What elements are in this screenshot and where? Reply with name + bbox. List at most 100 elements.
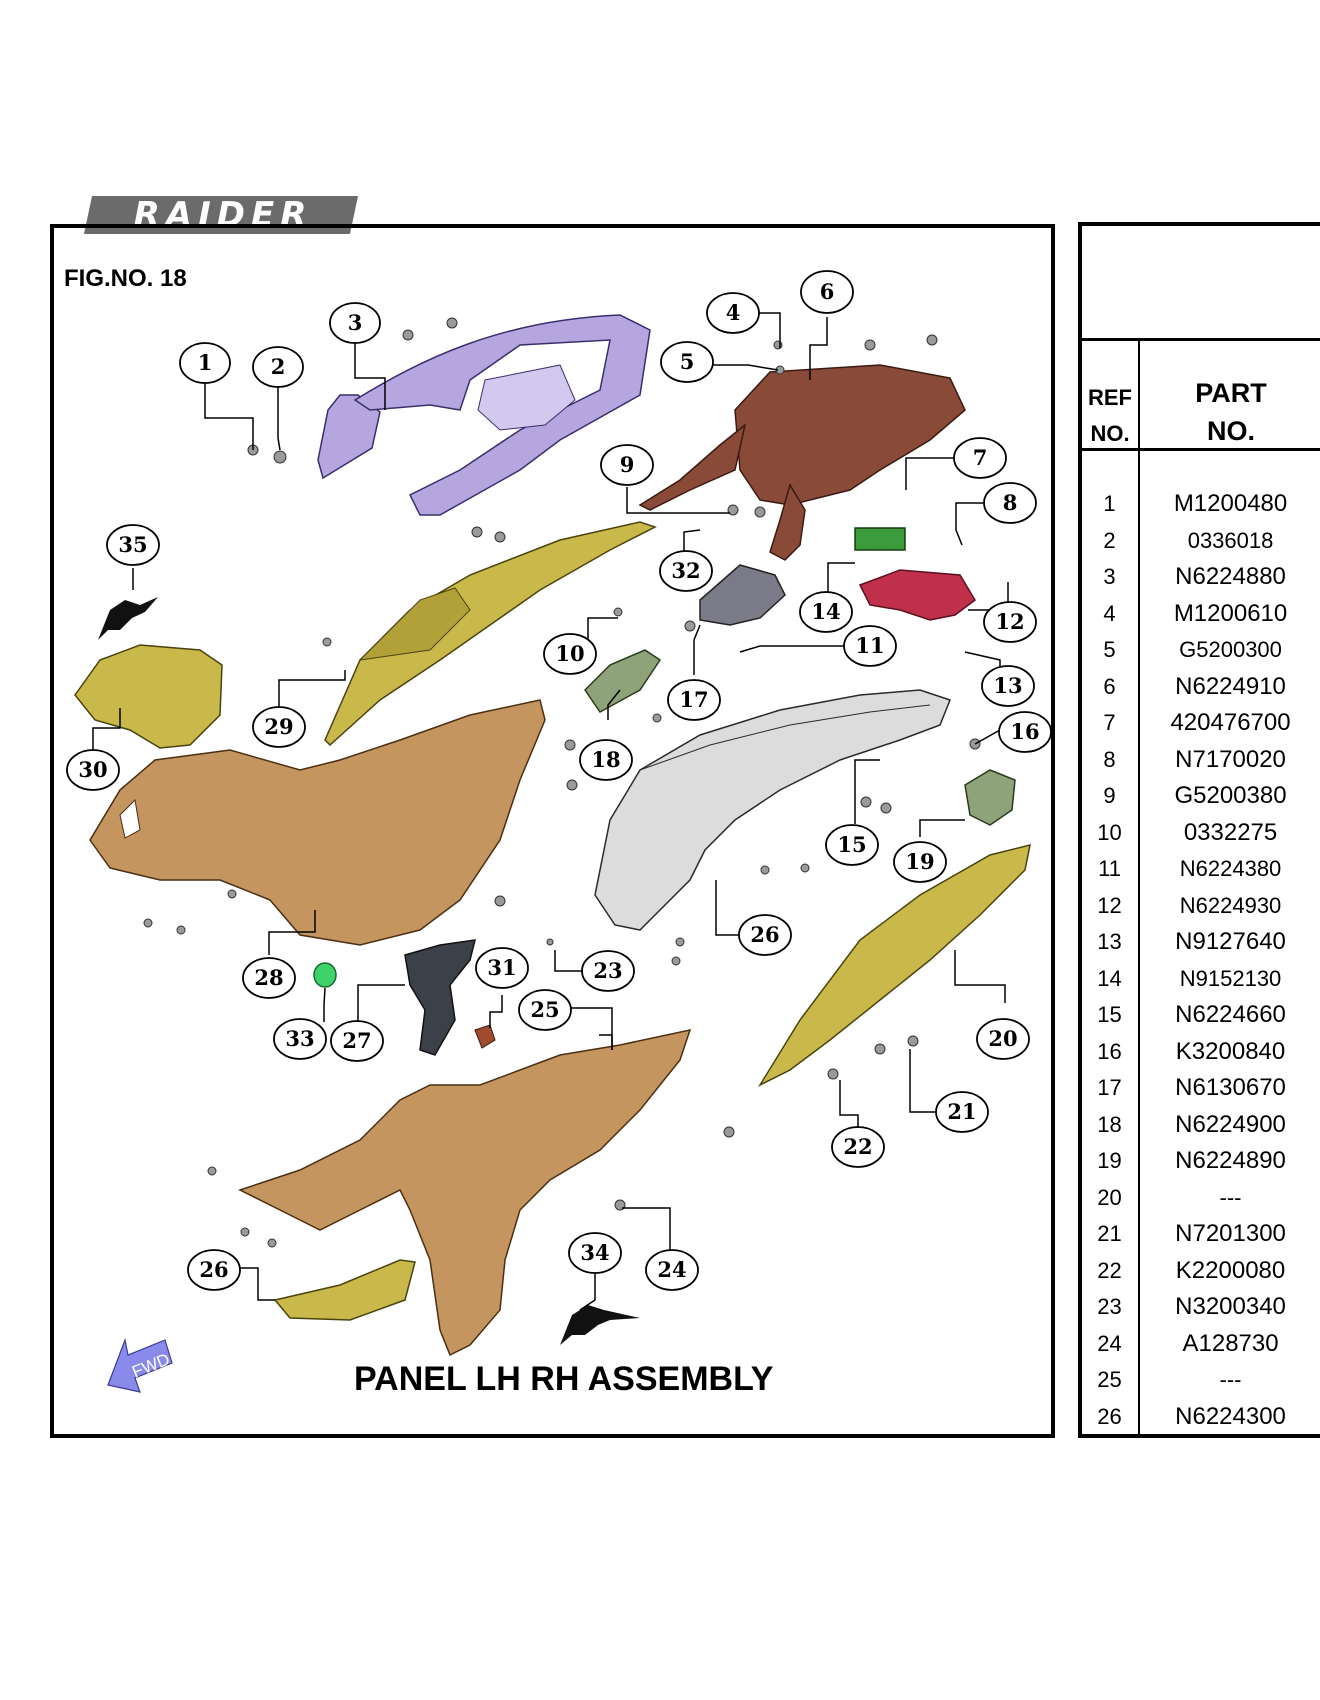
callout-2: 2 bbox=[271, 354, 286, 379]
callout-32: 32 bbox=[671, 558, 700, 583]
part-grab-rail bbox=[317, 314, 651, 516]
callout-20: 20 bbox=[988, 1026, 1017, 1051]
ref-cell: 25 bbox=[1097, 1367, 1122, 1393]
table-row: 11 N6224380 bbox=[1082, 851, 1320, 888]
callout-24: 24 bbox=[657, 1257, 686, 1282]
ref-cell: 4 bbox=[1103, 600, 1116, 626]
part-bracket-17 bbox=[699, 564, 786, 626]
table-divider-top bbox=[1078, 338, 1320, 341]
callout-9: 9 bbox=[620, 452, 635, 477]
callout-11: 11 bbox=[855, 633, 884, 658]
callout-3: 3 bbox=[348, 310, 363, 335]
part-cell: G5200300 bbox=[1179, 637, 1282, 663]
table-row: 15 N6224660 bbox=[1082, 997, 1320, 1034]
ref-cell: 10 bbox=[1097, 819, 1122, 845]
assembly-title: PANEL LH RH ASSEMBLY bbox=[354, 1360, 774, 1398]
callout-18: 18 bbox=[591, 747, 620, 772]
callout-14: 14 bbox=[811, 599, 840, 624]
part-cell: N6224380 bbox=[1179, 856, 1282, 882]
callout-10: 10 bbox=[555, 641, 584, 666]
callout-6: 6 bbox=[820, 279, 835, 304]
callout-23: 23 bbox=[593, 958, 622, 983]
part-cell: --- bbox=[1219, 1367, 1242, 1393]
fwd-direction-arrow: FWD bbox=[107, 1337, 173, 1393]
part-bracket-18 bbox=[584, 649, 662, 713]
callout-17: 17 bbox=[679, 687, 708, 712]
callout-1: 1 bbox=[198, 350, 213, 375]
ref-cell: 22 bbox=[1097, 1257, 1122, 1283]
part-cell: N6130670 bbox=[1175, 1074, 1286, 1102]
part-cell: 420476700 bbox=[1170, 709, 1291, 737]
table-row: 4 M1200610 bbox=[1082, 596, 1320, 633]
part-bracket-19 bbox=[964, 769, 1016, 826]
part-grommet bbox=[313, 962, 337, 988]
ref-cell: 15 bbox=[1097, 1002, 1122, 1028]
part-cell: N9127640 bbox=[1175, 928, 1286, 956]
part-cell: M1200610 bbox=[1173, 599, 1288, 627]
part-cell: N6224910 bbox=[1175, 672, 1286, 700]
part-cell: G5200380 bbox=[1174, 782, 1287, 810]
ref-cell: 9 bbox=[1103, 783, 1116, 809]
callout-8: 8 bbox=[1003, 490, 1018, 515]
ref-cell: 3 bbox=[1103, 564, 1116, 590]
diagram-frame bbox=[50, 224, 1055, 1438]
part-module bbox=[854, 527, 906, 551]
part-cell: N6224930 bbox=[1179, 892, 1282, 918]
table-row: 7 420476700 bbox=[1082, 705, 1320, 742]
ref-cell: 16 bbox=[1097, 1038, 1122, 1064]
ref-cell: 17 bbox=[1097, 1075, 1122, 1101]
part-seat-base bbox=[638, 364, 966, 561]
part-upper-side-panel-lh bbox=[324, 521, 657, 747]
part-lower-cover bbox=[273, 1259, 416, 1321]
ref-cell: 12 bbox=[1097, 892, 1122, 918]
part-tail-housing bbox=[74, 644, 223, 749]
horse-emblem-35 bbox=[98, 597, 158, 640]
horse-emblem-34 bbox=[560, 1305, 640, 1345]
header-ref-no: REF NO. bbox=[1082, 380, 1138, 452]
callout-15: 15 bbox=[837, 832, 866, 857]
ref-cell: 24 bbox=[1097, 1330, 1122, 1356]
callout-bubbles bbox=[66, 270, 1052, 1291]
part-cell: N9152130 bbox=[1179, 965, 1282, 991]
ref-cell: 5 bbox=[1103, 637, 1116, 663]
table-row: 5 G5200300 bbox=[1082, 632, 1320, 669]
part-cell: N6224890 bbox=[1175, 1147, 1286, 1175]
header-part-line1: PART bbox=[1195, 378, 1267, 408]
callout-29: 29 bbox=[264, 714, 293, 739]
ref-cell: 1 bbox=[1103, 491, 1116, 517]
ref-cell: 7 bbox=[1103, 710, 1116, 736]
callout-21: 21 bbox=[947, 1099, 976, 1124]
header-ref-line1: REF bbox=[1088, 385, 1132, 410]
part-lower-side-panel-lh bbox=[89, 699, 546, 946]
callout-26: 26 bbox=[750, 922, 779, 947]
part-upper-side-panel-rh bbox=[757, 843, 1031, 1087]
callout-33: 33 bbox=[285, 1026, 314, 1051]
callout-26-b: 26 bbox=[199, 1257, 228, 1282]
part-cell: 0336018 bbox=[1187, 527, 1274, 553]
header-part-no: PART NO. bbox=[1142, 374, 1320, 450]
ref-cell: 18 bbox=[1097, 1111, 1122, 1137]
part-cell: N6224660 bbox=[1175, 1001, 1286, 1029]
part-cell: --- bbox=[1219, 1184, 1242, 1210]
table-row: 25 --- bbox=[1082, 1362, 1320, 1399]
table-row: 17 N6130670 bbox=[1082, 1070, 1320, 1107]
ref-cell: 20 bbox=[1097, 1184, 1122, 1210]
callout-4: 4 bbox=[726, 300, 741, 325]
callout-25: 25 bbox=[530, 997, 559, 1022]
part-bracket-27 bbox=[404, 939, 476, 1056]
part-rear-mudguard bbox=[594, 689, 951, 931]
callout-5: 5 bbox=[680, 349, 695, 374]
ref-cell: 11 bbox=[1098, 856, 1121, 882]
table-row: 12 N6224930 bbox=[1082, 888, 1320, 925]
table-column-divider bbox=[1138, 338, 1140, 1438]
table-row: 9 G5200380 bbox=[1082, 778, 1320, 815]
